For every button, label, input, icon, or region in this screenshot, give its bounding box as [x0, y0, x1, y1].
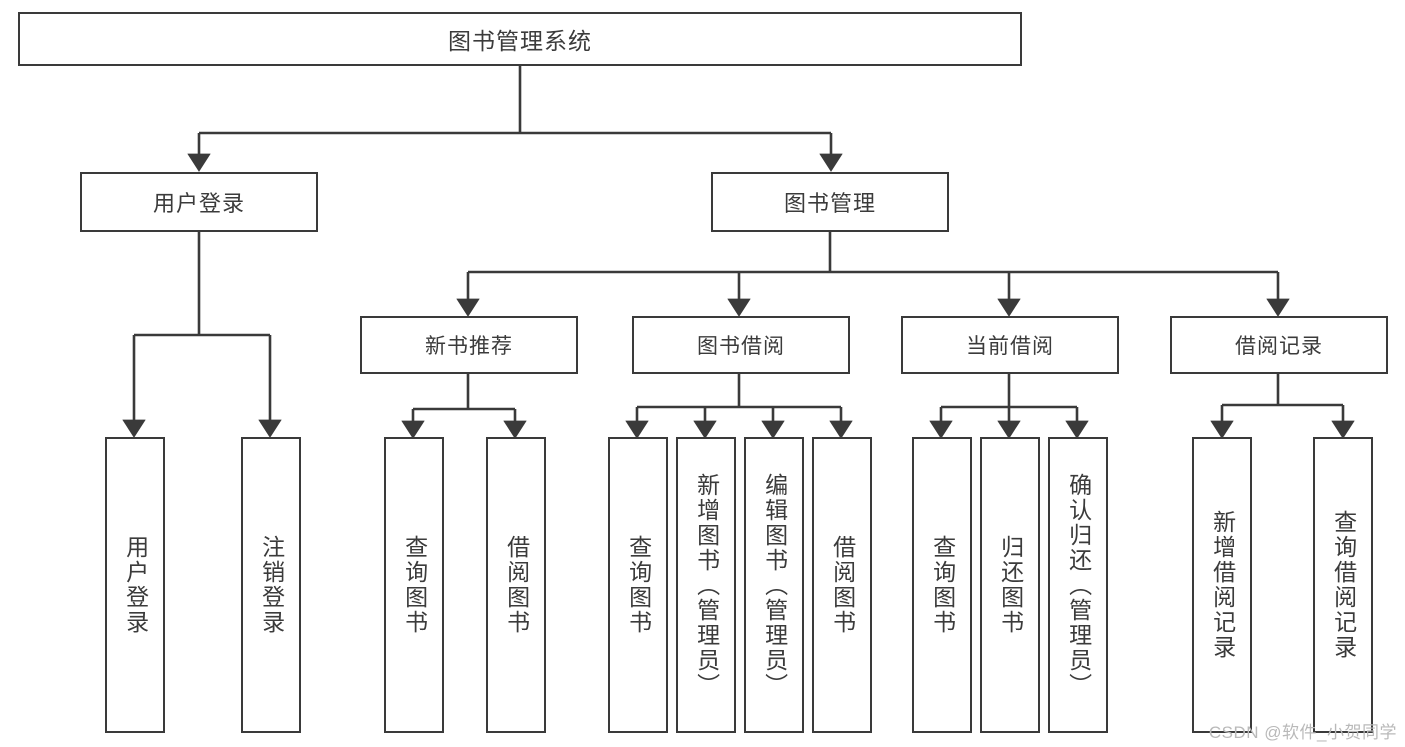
leaf-label: 新增借阅记录 — [1209, 510, 1236, 660]
leaf-label: 归还图书 — [997, 535, 1024, 635]
node-leaf-add-book[interactable]: 新增图书（管理员） — [676, 437, 736, 733]
leaf-label: 查询图书 — [401, 535, 428, 635]
node-user-login[interactable]: 用户登录 — [80, 172, 318, 232]
leaf-label: 编辑图书（管理员） — [761, 472, 788, 698]
node-new-book-recommend[interactable]: 新书推荐 — [360, 316, 578, 374]
node-leaf-logout[interactable]: 注销登录 — [241, 437, 301, 733]
node-leaf-query-record[interactable]: 查询借阅记录 — [1313, 437, 1373, 733]
leaf-label: 用户登录 — [122, 535, 149, 635]
node-leaf-confirm-return[interactable]: 确认归还（管理员） — [1048, 437, 1108, 733]
node-current-borrow[interactable]: 当前借阅 — [901, 316, 1119, 374]
node-leaf-borrow-book-1[interactable]: 借阅图书 — [486, 437, 546, 733]
node-leaf-query-book-3[interactable]: 查询图书 — [912, 437, 972, 733]
node-leaf-edit-book[interactable]: 编辑图书（管理员） — [744, 437, 804, 733]
leaf-label: 查询借阅记录 — [1330, 510, 1357, 660]
node-leaf-query-book-1[interactable]: 查询图书 — [384, 437, 444, 733]
leaf-label: 借阅图书 — [829, 535, 856, 635]
node-book-manage[interactable]: 图书管理 — [711, 172, 949, 232]
leaf-label: 借阅图书 — [503, 535, 530, 635]
node-root-system[interactable]: 图书管理系统 — [18, 12, 1022, 66]
node-borrow-record[interactable]: 借阅记录 — [1170, 316, 1388, 374]
node-leaf-return-book[interactable]: 归还图书 — [980, 437, 1040, 733]
leaf-label: 确认归还（管理员） — [1065, 472, 1092, 698]
node-leaf-borrow-book-2[interactable]: 借阅图书 — [812, 437, 872, 733]
leaf-label: 注销登录 — [258, 535, 285, 635]
leaf-label: 新增图书（管理员） — [693, 472, 720, 698]
node-leaf-user-login[interactable]: 用户登录 — [105, 437, 165, 733]
node-leaf-query-book-2[interactable]: 查询图书 — [608, 437, 668, 733]
csdn-watermark: CSDN @软件_小贺同学 — [1208, 723, 1397, 742]
node-book-borrow[interactable]: 图书借阅 — [632, 316, 850, 374]
leaf-label: 查询图书 — [625, 535, 652, 635]
node-leaf-add-record[interactable]: 新增借阅记录 — [1192, 437, 1252, 733]
leaf-label: 查询图书 — [929, 535, 956, 635]
